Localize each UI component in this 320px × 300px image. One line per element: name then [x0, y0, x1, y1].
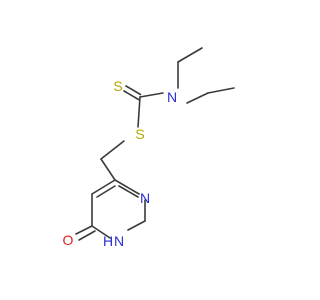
atom-nitrogen-amine: N [167, 89, 177, 105]
bond-ethyl-upper-chain [177, 47, 203, 63]
bond-carbonyl-double-a [75, 225, 93, 235]
bond-methylene-to-ring [100, 158, 116, 181]
molecule-structure-diagram: S S N N N H O [63, 47, 235, 249]
bond-ring-c4-n3-double-a [114, 179, 140, 195]
atom-sulfur-thione: S [113, 78, 122, 94]
bond-ring-n1-c6 [91, 225, 111, 239]
bond-ring-c5-c4-double-a [91, 179, 116, 195]
bond-carbonyl-double-b [78, 230, 96, 241]
bond-group [75, 47, 235, 241]
bond-carbon-to-amine-nitrogen [139, 92, 164, 98]
atom-label-group: S S N N N H O [63, 78, 178, 249]
bond-ethyl-lower-chain [207, 87, 235, 94]
bond-amine-to-ethyl-lower [186, 92, 209, 104]
bond-carbon-to-thioester-sulfur [137, 96, 141, 128]
bond-ring-c4-n3-double-b [118, 185, 139, 198]
bond-thione-double-a [123, 90, 140, 101]
atom-sulfur-thioester: S [135, 126, 144, 142]
bond-sulfur-to-methylene [100, 140, 125, 160]
atom-nitrogen-ring-lower: N [114, 233, 124, 249]
bond-ring-c2-n1-a [127, 220, 146, 231]
atom-oxygen-carbonyl: O [63, 232, 74, 248]
atom-nitrogen-ring-upper: N [140, 190, 150, 206]
bond-thione-double-b [125, 85, 142, 96]
bond-ring-c5-c4-double-b [96, 185, 116, 198]
atom-hydrogen-on-ring-nitrogen: H [103, 233, 113, 249]
